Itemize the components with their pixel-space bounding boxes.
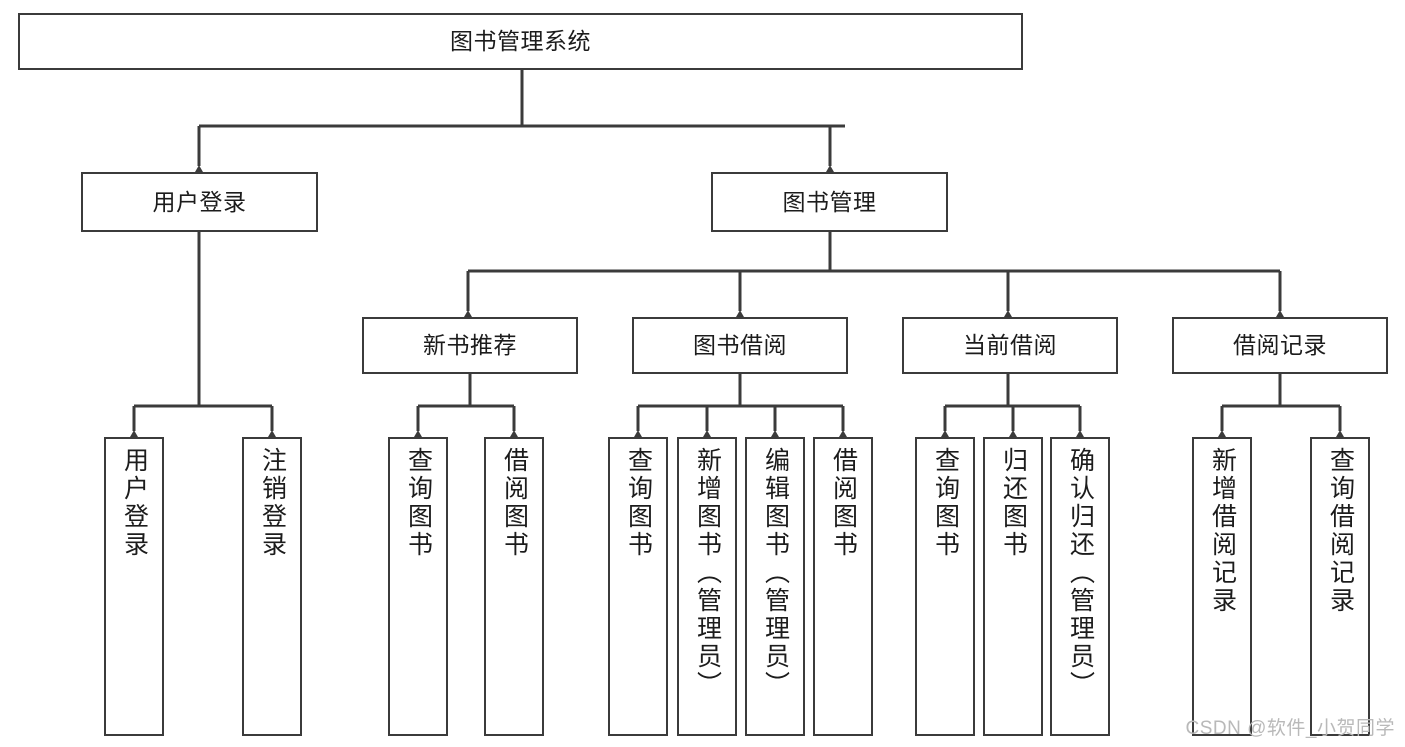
node-leaf-confirm-return[interactable]: 确认归还（管理员） [1050,437,1110,736]
node-leaf-borrow-book-1[interactable]: 借阅图书 [484,437,544,736]
node-current-borrow-label: 当前借阅 [963,332,1057,359]
node-root-system[interactable]: 图书管理系统 [18,13,1023,70]
node-leaf-query-book-3[interactable]: 查询图书 [915,437,975,736]
node-leaf-borrow-book-2[interactable]: 借阅图书 [813,437,873,736]
node-book-borrow[interactable]: 图书借阅 [632,317,848,374]
node-leaf-confirm-return-label: 确认归还（管理员） [1066,447,1095,699]
node-leaf-return-book[interactable]: 归还图书 [983,437,1043,736]
node-leaf-query-book-1-label: 查询图书 [404,447,433,559]
node-borrow-records-label: 借阅记录 [1233,332,1327,359]
node-leaf-query-record[interactable]: 查询借阅记录 [1310,437,1370,736]
node-leaf-edit-book[interactable]: 编辑图书（管理员） [745,437,805,736]
node-current-borrow[interactable]: 当前借阅 [902,317,1118,374]
node-leaf-borrow-book-2-label: 借阅图书 [829,447,858,559]
node-user-login-label: 用户登录 [152,188,247,215]
node-leaf-borrow-book-1-label: 借阅图书 [500,447,529,559]
node-leaf-add-book[interactable]: 新增图书（管理员） [677,437,737,736]
node-borrow-records[interactable]: 借阅记录 [1172,317,1388,374]
node-leaf-query-book-2[interactable]: 查询图书 [608,437,668,736]
node-leaf-query-record-label: 查询借阅记录 [1326,447,1355,615]
node-leaf-return-book-label: 归还图书 [999,447,1028,559]
node-user-login[interactable]: 用户登录 [81,172,318,232]
node-root-label: 图书管理系统 [450,28,591,55]
node-book-management[interactable]: 图书管理 [711,172,948,232]
node-leaf-add-record[interactable]: 新增借阅记录 [1192,437,1252,736]
node-leaf-user-logout-label: 注销登录 [258,447,287,559]
node-leaf-add-record-label: 新增借阅记录 [1208,447,1237,615]
node-leaf-user-login[interactable]: 用户登录 [104,437,164,736]
node-book-borrow-label: 图书借阅 [693,332,787,359]
node-leaf-query-book-3-label: 查询图书 [931,447,960,559]
node-book-management-label: 图书管理 [782,188,877,215]
node-leaf-query-book-2-label: 查询图书 [624,447,653,559]
node-leaf-query-book-1[interactable]: 查询图书 [388,437,448,736]
node-new-book-recommend[interactable]: 新书推荐 [362,317,578,374]
node-leaf-user-login-label: 用户登录 [120,447,149,559]
node-new-book-recommend-label: 新书推荐 [423,332,517,359]
node-leaf-edit-book-label: 编辑图书（管理员） [761,447,790,699]
node-leaf-add-book-label: 新增图书（管理员） [693,447,722,699]
node-leaf-user-logout[interactable]: 注销登录 [242,437,302,736]
